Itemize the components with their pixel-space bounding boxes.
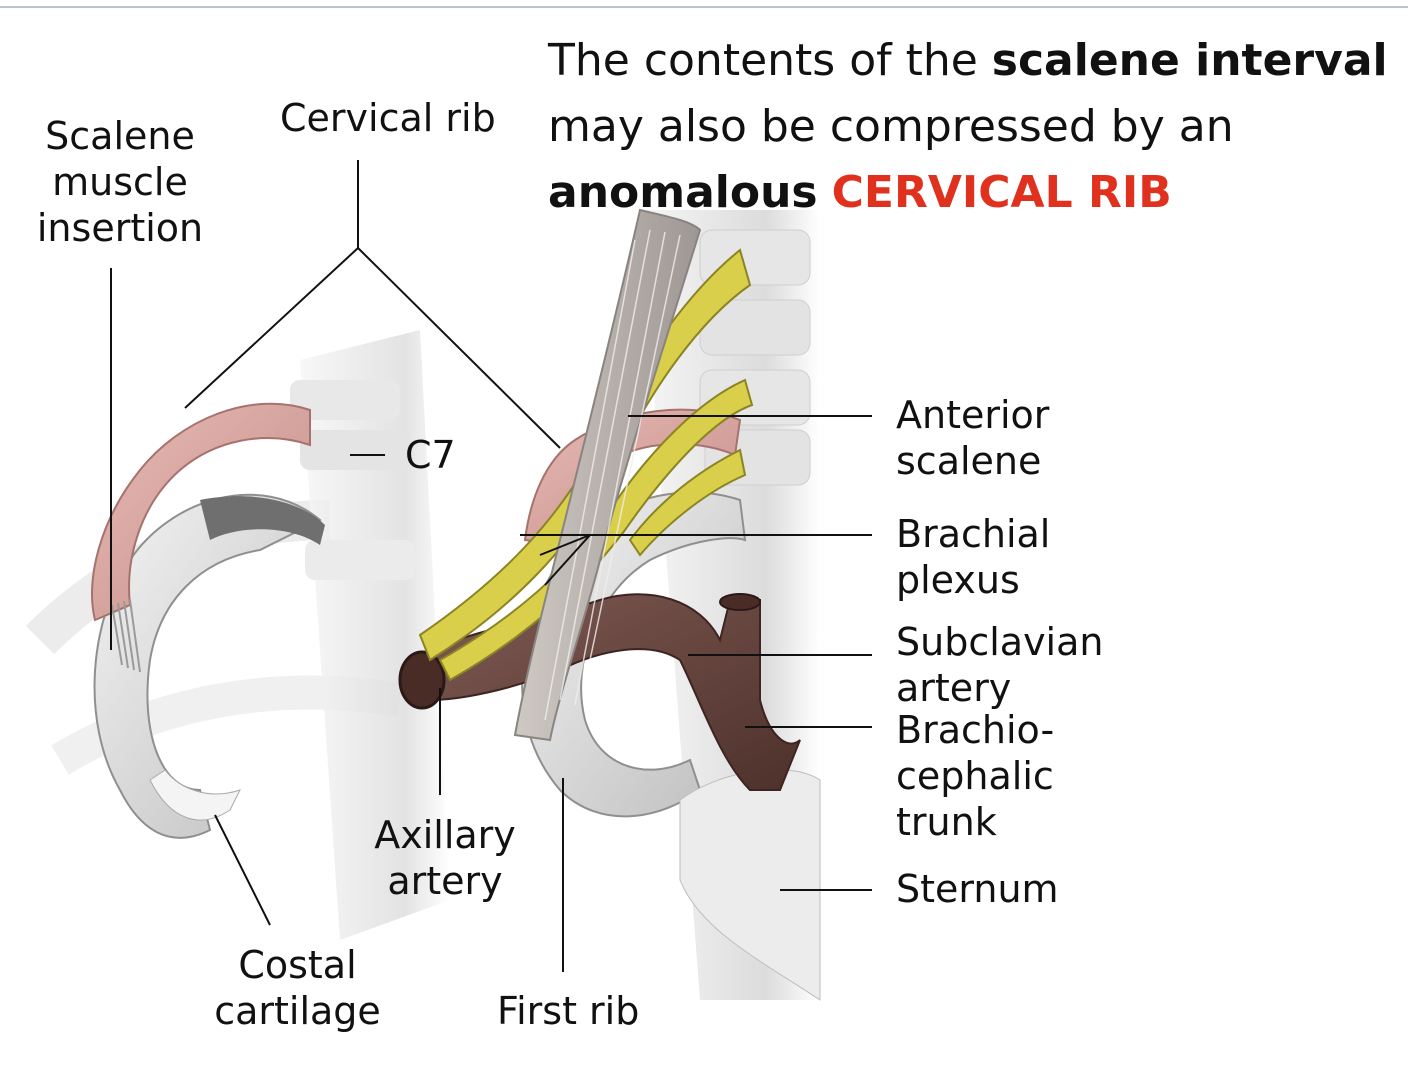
slide-heading: The contents of the scalene interval may…: [548, 28, 1388, 226]
label-brachial-plexus: Brachial plexus: [896, 512, 1051, 602]
left-scalene-insertion-fibers: [111, 599, 141, 673]
leader-cervical-rib-right: [357, 247, 561, 449]
label-cervical-rib: Cervical rib: [280, 96, 496, 140]
left-vertebra-3: [305, 540, 415, 580]
heading-bold-anomalous: anomalous: [548, 167, 818, 218]
leader-cervical-rib-left: [184, 247, 359, 409]
leader-brachial-plexus-branch-1: [539, 534, 591, 556]
axillary-artery-lumen: [398, 650, 446, 710]
left-first-rib-dark-part: [200, 496, 325, 545]
heading-text-2: may also be compressed by an: [548, 101, 1234, 152]
left-first-rib: [93, 493, 322, 839]
right-sternum: [679, 769, 821, 1001]
label-costal-cartilage: Costal cartilage: [214, 943, 381, 1033]
heading-bold-scalene-interval: scalene interval: [991, 35, 1388, 86]
subclavian-branch-lumen: [719, 593, 761, 611]
label-sternum: Sternum: [896, 867, 1059, 911]
heading-highlight-cervical-rib: CERVICAL RIB: [831, 167, 1172, 218]
left-cervical-rib: [91, 402, 311, 622]
label-c7: C7: [405, 433, 456, 477]
left-costal-cartilage: [149, 769, 241, 821]
left-vertebral-column: [300, 330, 450, 940]
right-anterior-scalene-fibers: [544, 229, 681, 721]
left-vertebra-1: [290, 380, 400, 420]
leader-costal-cartilage: [214, 814, 271, 926]
leader-lines: [110, 160, 872, 972]
left-vertebra-2: [300, 430, 410, 470]
label-brachiocephalic-trunk: Brachio- cephalic trunk: [896, 708, 1055, 844]
right-figure: [398, 208, 821, 1001]
label-scalene-muscle-insertion: Scalene muscle insertion: [36, 114, 204, 250]
leader-brachial-plexus-branch-2: [544, 534, 591, 586]
label-axillary-artery: Axillary artery: [374, 813, 516, 903]
heading-text-1: The contents of the: [548, 35, 992, 86]
label-subclavian-artery: Subclavian artery: [896, 620, 1104, 710]
top-divider: [0, 6, 1408, 8]
label-first-rib: First rib: [497, 989, 640, 1033]
label-anterior-scalene: Anterior scalene: [896, 393, 1050, 483]
left-figure: [25, 330, 450, 940]
